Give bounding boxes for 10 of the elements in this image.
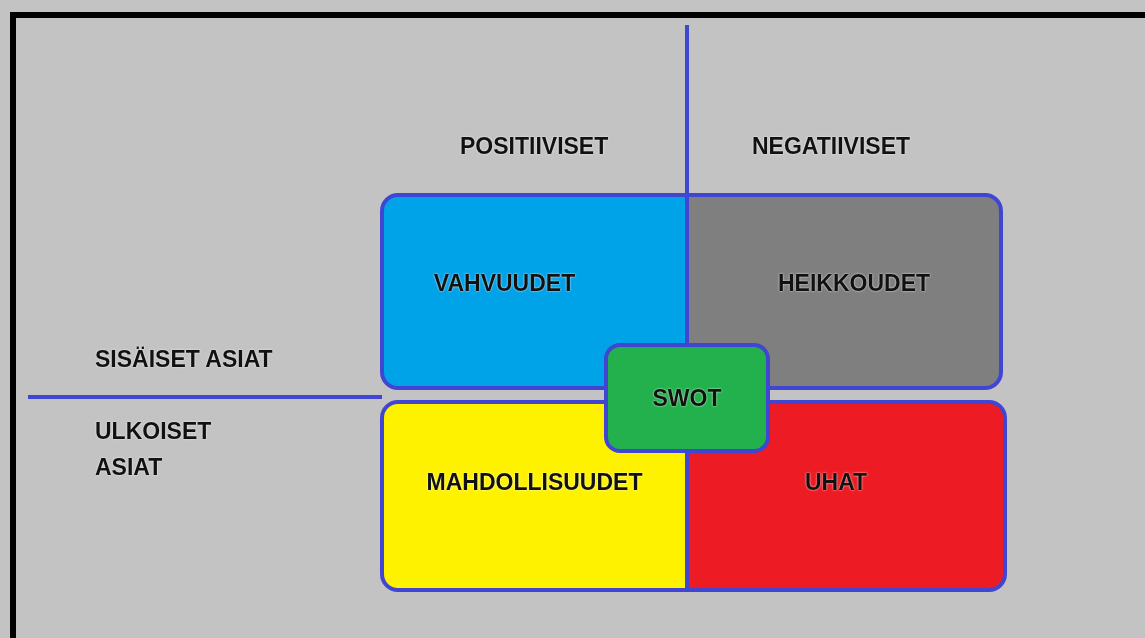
axis-label: POSITIIVISET [460, 132, 610, 161]
quadrant-label: HEIKKOUDET [777, 270, 931, 297]
axis-label: ULKOISET ASIAT [95, 417, 213, 482]
quadrant-label: VAHVUUDET [433, 270, 576, 297]
quadrant-label: MAHDOLLISUUDET [426, 468, 643, 496]
axis-label: SISÄISET ASIAT [95, 345, 274, 374]
quadrant-label: SWOT [652, 384, 722, 412]
axis-label: NEGATIIVISET [752, 132, 912, 161]
quadrant-label: UHAT [804, 468, 868, 496]
center-box [604, 343, 770, 453]
